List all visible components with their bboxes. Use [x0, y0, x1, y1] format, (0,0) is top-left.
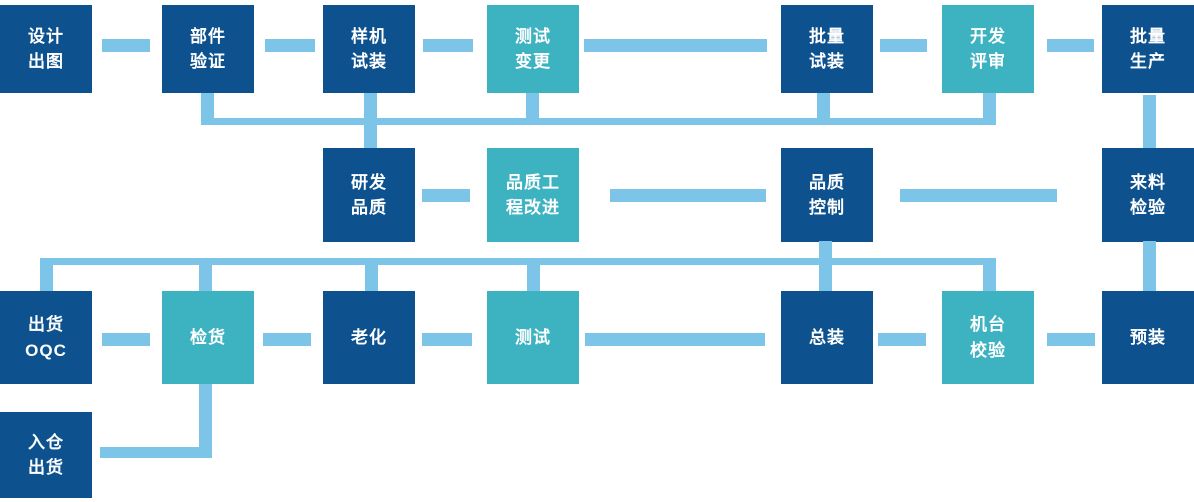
- drop-quality-control-to-final-assembly: [819, 241, 832, 291]
- node-test-change: 测试 变更: [487, 5, 579, 93]
- node-machine-calibration: 机台 校验: [942, 291, 1034, 384]
- drop-testing: [527, 264, 540, 291]
- node-label: 来料 检验: [1130, 172, 1166, 218]
- node-aging: 老化: [323, 291, 415, 384]
- node-label: 批量 试装: [809, 26, 845, 72]
- node-label: 开发 评审: [970, 26, 1006, 72]
- node-label: 部件 验证: [190, 26, 226, 72]
- drop-development-review: [983, 93, 996, 125]
- node-label: 品质工 程改进: [506, 172, 560, 218]
- node-warehouse-shipping: 入仓 出货: [0, 412, 92, 498]
- drop-component-verification: [201, 93, 214, 125]
- node-goods-inspection: 检货: [162, 291, 254, 384]
- drop-mass-production-to-incoming: [1143, 95, 1156, 148]
- bus-row1-row2: [201, 118, 996, 125]
- node-label: 样机 试装: [351, 26, 387, 72]
- drop-incoming-to-pre-assembly: [1143, 241, 1156, 291]
- flow-connector: [880, 39, 927, 52]
- node-prototype-trial-assembly: 样机 试装: [323, 5, 415, 93]
- node-quality-engineering-improvement: 品质工 程改进: [487, 148, 579, 242]
- node-mass-production: 批量 生产: [1102, 5, 1194, 93]
- node-rd-quality: 研发 品质: [323, 148, 415, 242]
- node-shipping-oqc: 出货 OQC: [0, 291, 92, 384]
- flow-connector: [423, 39, 473, 52]
- drop-test-change: [526, 93, 539, 125]
- flow-connector: [900, 189, 1057, 202]
- node-testing: 测试: [487, 291, 579, 384]
- flow-connector: [422, 189, 470, 202]
- node-pre-assembly: 预装: [1102, 291, 1194, 384]
- node-batch-trial-assembly: 批量 试装: [781, 5, 873, 93]
- node-label: 批量 生产: [1130, 26, 1166, 72]
- drop-shipping-oqc: [40, 258, 53, 291]
- flow-connector: [102, 39, 150, 52]
- node-label: 设计 出图: [28, 26, 64, 72]
- node-label: 总装: [809, 327, 845, 347]
- node-label: 入仓 出货: [28, 432, 64, 478]
- bus-row2-row3: [40, 258, 996, 265]
- node-label: 研发 品质: [351, 172, 387, 218]
- node-label: 机台 校验: [970, 315, 1006, 360]
- node-development-review: 开发 评审: [942, 5, 1034, 93]
- flow-connector: [1047, 39, 1094, 52]
- drop-machine-calibration: [983, 264, 996, 291]
- node-label: 品质 控制: [809, 172, 845, 218]
- drop-aging: [365, 264, 378, 291]
- flow-connector: [422, 333, 472, 346]
- node-label: 预装: [1130, 327, 1166, 347]
- node-label: 出货 OQC: [25, 315, 67, 360]
- drop-goods-inspection: [199, 264, 212, 291]
- node-quality-control: 品质 控制: [781, 148, 873, 242]
- flow-connector: [263, 333, 311, 346]
- flow-connector: [585, 333, 765, 346]
- flow-connector: [1047, 333, 1095, 346]
- elbow-goods-inspection-horizontal: [100, 447, 208, 458]
- flow-connector: [102, 333, 150, 346]
- elbow-goods-inspection-vertical: [199, 384, 212, 458]
- flow-connector: [584, 39, 767, 52]
- flow-connector: [265, 39, 315, 52]
- flow-connector: [878, 333, 926, 346]
- node-incoming-inspection: 来料 检验: [1102, 148, 1194, 242]
- node-label: 检货: [190, 327, 226, 347]
- node-design-drawing: 设计 出图: [0, 5, 92, 93]
- flow-connector: [610, 189, 766, 202]
- node-final-assembly: 总装: [781, 291, 873, 384]
- drop-batch-trial-assembly: [817, 93, 830, 125]
- node-label: 测试 变更: [515, 26, 551, 72]
- node-label: 老化: [351, 327, 387, 347]
- drop-prototype-to-rd-quality: [364, 93, 377, 148]
- node-label: 测试: [515, 327, 551, 347]
- node-component-verification: 部件 验证: [162, 5, 254, 93]
